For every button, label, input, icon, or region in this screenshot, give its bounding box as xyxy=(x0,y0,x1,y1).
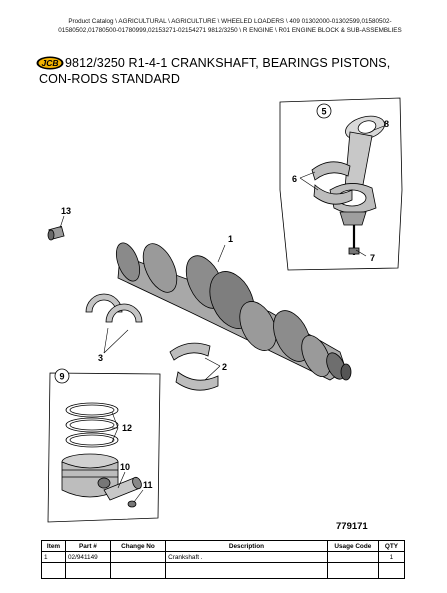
parts-table: Item Part # Change No Description Usage … xyxy=(41,540,406,579)
crankshaft-illustration xyxy=(115,242,352,381)
cell-part-number[interactable]: 02/941149 xyxy=(64,551,111,563)
conrod-bearing-shells xyxy=(311,161,353,205)
connecting-rod-illustration xyxy=(329,115,385,255)
breadcrumb-line-2[interactable]: 01580502,01780500-01780999,02153271-0215… xyxy=(58,26,402,34)
cell-description: Crankshaft . xyxy=(165,551,328,563)
breadcrumb: Product Catalog \ AGRICULTURAL \ AGRICUL… xyxy=(40,18,420,35)
col-header-change: Change No xyxy=(109,540,167,552)
piston-rings-illustration xyxy=(65,402,119,448)
jcb-logo: JCB xyxy=(36,56,64,70)
callout-3[interactable]: 3 xyxy=(98,353,103,363)
callout-7[interactable]: 7 xyxy=(370,253,375,263)
col-header-qty: QTY xyxy=(377,540,406,552)
title-line-2: CON-RODS STANDARD xyxy=(39,72,181,86)
breadcrumb-line-1[interactable]: Product Catalog \ AGRICULTURAL \ AGRICUL… xyxy=(68,18,392,25)
cell-qty: 1 xyxy=(377,551,406,563)
plug-illustration xyxy=(47,225,65,241)
main-bearing-shells xyxy=(169,342,219,391)
title-line-1: 9812/3250 R1-4-1 CRANKSHAFT, BEARINGS PI… xyxy=(65,56,391,70)
callout-1[interactable]: 1 xyxy=(228,234,233,244)
logo-text: JCB xyxy=(41,58,58,68)
cell-change-no xyxy=(109,551,167,563)
callout-5[interactable]: 5 xyxy=(321,107,326,117)
page-title: 9812/3250 R1-4-1 CRANKSHAFT, BEARINGS PI… xyxy=(39,55,395,87)
conrod-inset xyxy=(279,97,403,271)
col-header-description: Description xyxy=(165,540,328,552)
col-header-part: Part # xyxy=(64,540,111,552)
piston-pin-illustration xyxy=(103,476,142,508)
table-row-empty xyxy=(41,562,406,579)
callout-6[interactable]: 6 xyxy=(292,174,297,184)
callout-11[interactable]: 11 xyxy=(143,480,153,490)
table-row[interactable]: 1 02/941149 Crankshaft . 1 xyxy=(41,551,406,563)
cell-item: 1 xyxy=(41,551,66,563)
cell-usage-code xyxy=(326,551,379,563)
col-header-usage: Usage Code xyxy=(326,540,379,552)
parts-table-header-row: Item Part # Change No Description Usage … xyxy=(41,540,406,552)
callout-13[interactable]: 13 xyxy=(61,206,71,216)
col-header-item: Item xyxy=(41,540,66,552)
callout-12[interactable]: 12 xyxy=(122,423,132,433)
callout-2[interactable]: 2 xyxy=(222,362,227,372)
callout-8[interactable]: 8 xyxy=(384,119,389,129)
diagram-reference-number: 779171 xyxy=(336,521,368,532)
piston-inset xyxy=(47,372,161,523)
callout-10[interactable]: 10 xyxy=(120,462,130,472)
thrust-washers xyxy=(85,293,143,323)
exploded-parts-diagram: 1 2 3 5 6 7 8 9 10 11 12 13 xyxy=(47,97,403,523)
piston-illustration xyxy=(61,453,119,498)
callout-9[interactable]: 9 xyxy=(59,372,64,382)
